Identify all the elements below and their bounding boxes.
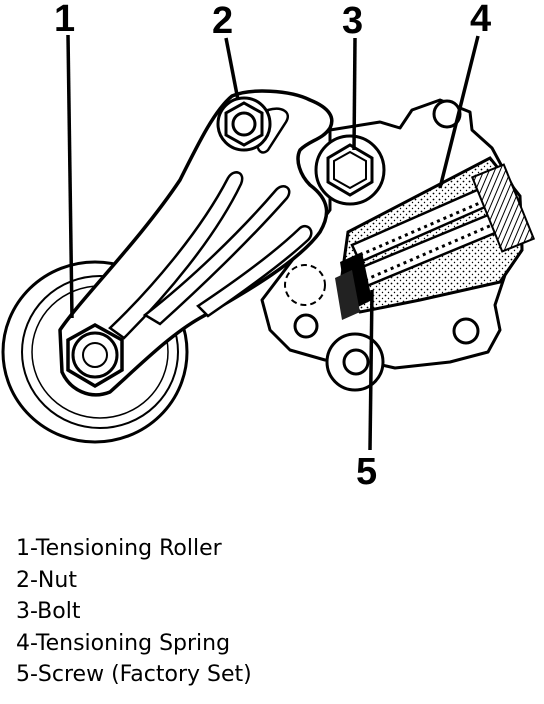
legend-item-tensioning-roller: 1-Tensioning Roller [16,536,222,561]
legend-list: 1-Tensioning Roller 2-Nut 3-Bolt 4-Tensi… [16,533,252,691]
callout-4: 4 [470,0,492,40]
legend-item-screw: 5-Screw (Factory Set) [16,662,252,687]
leader-lines [66,34,480,451]
callout-3: 3 [342,0,364,42]
tensioner-diagram [1,34,536,451]
bolt [314,134,386,206]
arm-slots [108,107,313,340]
callout-2: 2 [212,0,234,42]
tensioning-spring [335,163,536,320]
nut [216,96,272,152]
callout-1: 1 [54,0,76,40]
callout-5: 5 [356,451,378,493]
housing-holes [284,99,480,392]
legend-item-tensioning-spring: 4-Tensioning Spring [16,630,231,656]
roller-nut [66,322,124,389]
legend-item-bolt: 3-Bolt [16,599,81,624]
legend-item-nut: 2-Nut [16,567,77,593]
